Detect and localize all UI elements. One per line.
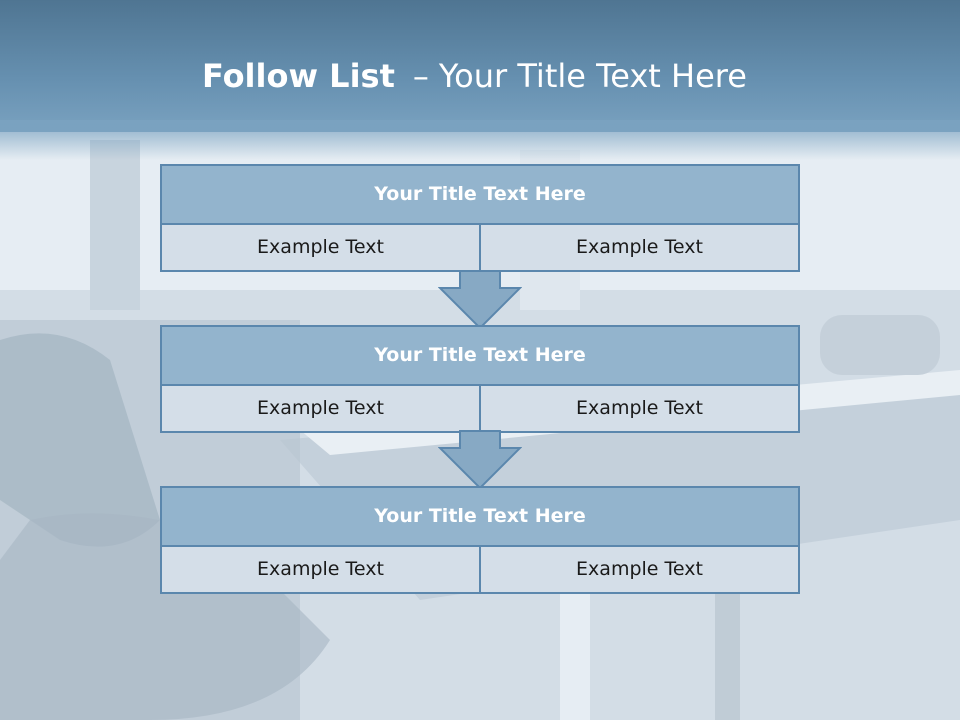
list-box-left-text: Example Text: [257, 236, 384, 258]
list-box-title: Your Title Text Here: [162, 488, 798, 547]
slide-title-separator: –: [412, 57, 429, 95]
slide-title-rest: Your Title Text Here: [438, 57, 747, 95]
header-band: [0, 0, 960, 132]
list-box-right-text: Example Text: [479, 225, 798, 270]
down-arrow-icon: [438, 270, 522, 330]
list-box-right-text: Example Text: [479, 386, 798, 431]
list-box-row: Example Text Example Text: [162, 386, 798, 431]
list-box-left-text: Example Text: [257, 558, 384, 580]
list-box-row: Example Text Example Text: [162, 225, 798, 270]
header-fade: [0, 120, 960, 160]
list-box-3: Your Title Text Here Example Text Exampl…: [160, 486, 800, 594]
slide-title-bold: Follow List: [202, 57, 395, 95]
list-box-right-text: Example Text: [479, 547, 798, 592]
list-box-row: Example Text Example Text: [162, 547, 798, 592]
list-box-title: Your Title Text Here: [162, 166, 798, 225]
list-box-1: Your Title Text Here Example Text Exampl…: [160, 164, 800, 272]
slide-title: Follow List–Your Title Text Here: [202, 52, 747, 100]
down-arrow-icon: [438, 430, 522, 490]
list-box-left-text: Example Text: [257, 397, 384, 419]
list-box-2: Your Title Text Here Example Text Exampl…: [160, 325, 800, 433]
list-box-title: Your Title Text Here: [162, 327, 798, 386]
